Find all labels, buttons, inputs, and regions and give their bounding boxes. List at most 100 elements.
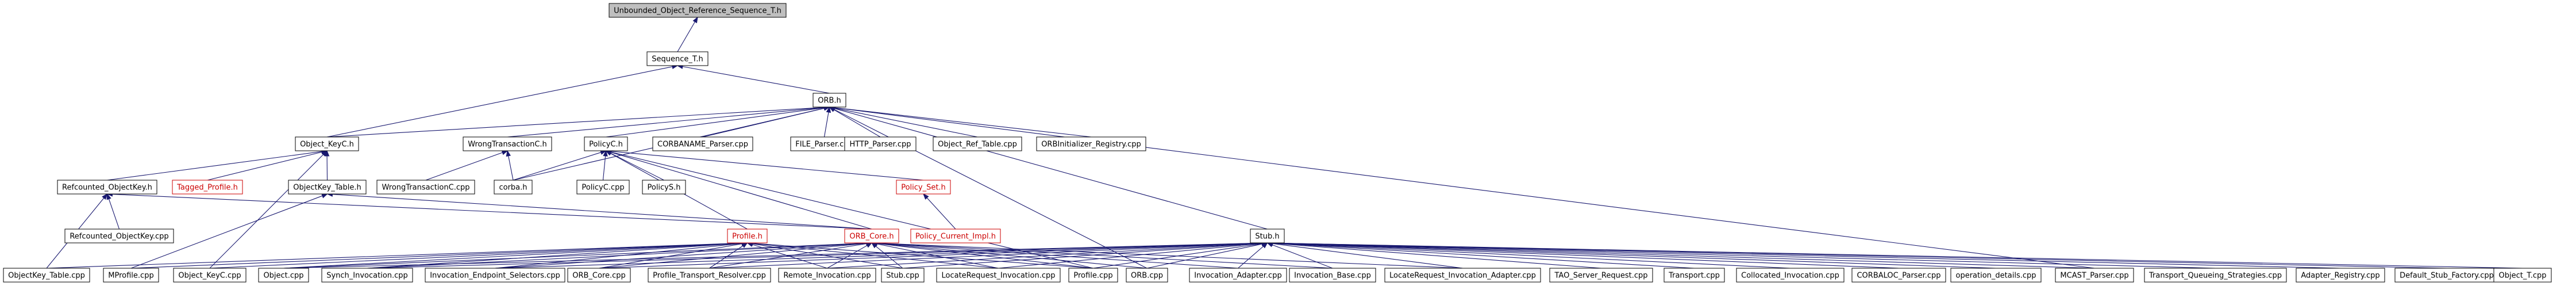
node-object-keyc-h[interactable]: Object_KeyC.h xyxy=(295,136,359,151)
node-sequence-t-h[interactable]: Sequence_T.h xyxy=(646,51,709,66)
node-box xyxy=(813,93,846,108)
node-transport-cpp[interactable]: Transport.cpp xyxy=(1664,268,1725,283)
edge-line xyxy=(599,242,1262,269)
node-collocated-invocation-cpp[interactable]: Collocated_Invocation.cpp xyxy=(1736,268,1845,283)
arrowhead-icon xyxy=(102,193,108,200)
node-corbaloc-parser-cpp[interactable]: CORBALOC_Parser.cpp xyxy=(1851,268,1946,283)
node-transport-queueing-strategies-cpp[interactable]: Transport_Queueing_Strategies.cpp xyxy=(2144,268,2287,283)
node-box xyxy=(1736,268,1845,283)
node-corbaname-parser-cpp[interactable]: CORBANAME_Parser.cpp xyxy=(652,136,753,151)
node-object-ref-table-cpp[interactable]: Object_Ref_Table.cpp xyxy=(933,136,1022,151)
edge-line xyxy=(606,107,825,138)
node-box xyxy=(57,180,157,195)
edge-line xyxy=(326,106,825,138)
edge-orb_h-to-sequence xyxy=(676,64,830,94)
node-synch-invocation-cpp[interactable]: Synch_Invocation.cpp xyxy=(321,268,413,283)
node-corba-h[interactable]: corba.h xyxy=(494,180,533,195)
edge-line xyxy=(833,109,881,138)
node-label: LocateRequest_Invocation.cpp xyxy=(941,272,1055,280)
node-profile-cpp[interactable]: Profile.cpp xyxy=(1068,268,1118,283)
edge-file_parser-to-orb_h xyxy=(823,106,831,138)
node-http-parser-cpp[interactable]: HTTP_Parser.cpp xyxy=(844,136,917,151)
node-unbounded-object-reference-sequence-t-h[interactable]: Unbounded_Object_Reference_Sequence_T.h xyxy=(609,3,787,18)
node-orb-cpp[interactable]: ORB.cpp xyxy=(1126,268,1168,283)
edge-line xyxy=(1272,242,1695,269)
node-refcounted-objectkey-cpp[interactable]: Refcounted_ObjectKey.cpp xyxy=(64,229,174,243)
node-policyc-h[interactable]: PolicyC.h xyxy=(584,136,628,151)
node-label: operation_details.cpp xyxy=(1955,272,2036,280)
node-orb-h[interactable]: ORB.h xyxy=(813,93,846,108)
edge-line xyxy=(207,151,322,181)
node-adapter-registry-cpp[interactable]: Adapter_Registry.cpp xyxy=(2296,268,2385,283)
edge-line xyxy=(367,243,742,269)
node-object-cpp[interactable]: Object.cpp xyxy=(258,268,309,283)
node-refcounted-objectkey-h[interactable]: Refcounted_ObjectKey.h xyxy=(57,180,157,195)
node-mcast-parser-cpp[interactable]: MCAST_Parser.cpp xyxy=(2055,268,2134,283)
edge-line xyxy=(998,243,1262,269)
node-invocation-endpoint-selectors-cpp[interactable]: Invocation_Endpoint_Selectors.cpp xyxy=(425,268,565,283)
node-stub-cpp[interactable]: Stub.cpp xyxy=(881,268,925,283)
node-label: ORB.cpp xyxy=(1131,272,1163,280)
node-box xyxy=(844,136,917,151)
edge-line xyxy=(876,243,1238,269)
node-locaterequest-invocation-cpp[interactable]: LocateRequest_Invocation.cpp xyxy=(936,268,1061,283)
edge-line xyxy=(1272,242,2523,269)
node-mprofile-cpp[interactable]: MProfile.cpp xyxy=(103,268,159,283)
node-box xyxy=(172,180,243,195)
arrowhead-icon xyxy=(1261,242,1268,249)
edge-line xyxy=(610,152,872,230)
node-operation-details-cpp[interactable]: operation_details.cpp xyxy=(1950,268,2042,283)
node-orb-core-cpp[interactable]: ORB_Core.cpp xyxy=(567,268,631,283)
node-remote-invocation-cpp[interactable]: Remote_Invocation.cpp xyxy=(778,268,876,283)
node-profile-h[interactable]: Profile.h xyxy=(727,229,768,243)
edge-line xyxy=(283,242,742,269)
node-wrongtransactionc-cpp[interactable]: WrongTransactionC.cpp xyxy=(376,180,475,195)
edge-objkey_table_h-to-objkey_h xyxy=(324,150,330,181)
node-box xyxy=(609,3,787,18)
node-label: PolicyC.cpp xyxy=(582,184,624,192)
edge-http_parser-to-orb_h xyxy=(829,106,881,138)
node-label: Transport.cpp xyxy=(1668,272,1720,280)
edge-line xyxy=(902,243,1262,269)
node-object-t-cpp[interactable]: Object_T.cpp xyxy=(2493,268,2552,283)
node-object-keyc-cpp[interactable]: Object_KeyC.cpp xyxy=(173,268,247,283)
node-objectkey-table-h[interactable]: ObjectKey_Table.h xyxy=(288,180,367,195)
node-policy-current-impl-h[interactable]: Policy_Current_Impl.h xyxy=(910,229,1001,243)
node-profile-transport-resolver-cpp[interactable]: Profile_Transport_Resolver.cpp xyxy=(648,268,771,283)
node-stub-h[interactable]: Stub.h xyxy=(1250,229,1285,243)
node-box xyxy=(2394,268,2499,283)
arrowhead-icon xyxy=(106,193,111,200)
node-orbinitializer-registry-cpp[interactable]: ORBInitializer_Registry.cpp xyxy=(1036,136,1146,151)
node-box xyxy=(910,229,1001,243)
node-box xyxy=(1036,136,1146,151)
edge-line xyxy=(682,66,830,94)
node-invocation-base-cpp[interactable]: Invocation_Base.cpp xyxy=(1289,268,1376,283)
edge-line xyxy=(827,242,1262,269)
node-box xyxy=(2055,268,2134,283)
node-label: PolicyC.h xyxy=(589,140,623,149)
node-invocation-adapter-cpp[interactable]: Invocation_Adapter.cpp xyxy=(1189,268,1287,283)
node-wrongtransactionc-h[interactable]: WrongTransactionC.h xyxy=(463,136,552,151)
edge-line xyxy=(752,243,903,269)
node-label: Default_Stub_Factory.cpp xyxy=(2400,272,2494,280)
node-box xyxy=(727,229,768,243)
edge-line xyxy=(876,243,1148,269)
node-objectkey-table-cpp[interactable]: ObjectKey_Table.cpp xyxy=(3,268,90,283)
node-policyc-cpp[interactable]: PolicyC.cpp xyxy=(576,180,630,195)
node-tao-server-request-cpp[interactable]: TAO_Server_Request.cpp xyxy=(1549,268,1653,283)
node-policy-set-h[interactable]: Policy_Set.h xyxy=(896,180,951,195)
edge-line xyxy=(1272,243,1463,269)
edge-line xyxy=(425,152,503,181)
edge-object_keyc_cpp-to-objkey_h xyxy=(209,150,328,269)
edge-stub_h-to-orb_h xyxy=(829,106,1268,230)
arrowhead-icon xyxy=(506,150,511,157)
node-orb-core-h[interactable]: ORB_Core.h xyxy=(844,229,899,243)
node-label: Invocation_Adapter.cpp xyxy=(1194,272,1281,280)
node-default-stub-factory-cpp[interactable]: Default_Stub_Factory.cpp xyxy=(2394,268,2499,283)
node-locaterequest-invocation-adapter-cpp[interactable]: LocateRequest_Invocation_Adapter.cpp xyxy=(1384,268,1541,283)
node-policys-h[interactable]: PolicyS.h xyxy=(642,180,686,195)
edge-line xyxy=(834,108,1268,230)
edge-object_t_cpp-to-stub_h xyxy=(1266,240,2523,269)
node-box xyxy=(321,268,413,283)
node-tagged-profile-h[interactable]: Tagged_Profile.h xyxy=(172,180,243,195)
